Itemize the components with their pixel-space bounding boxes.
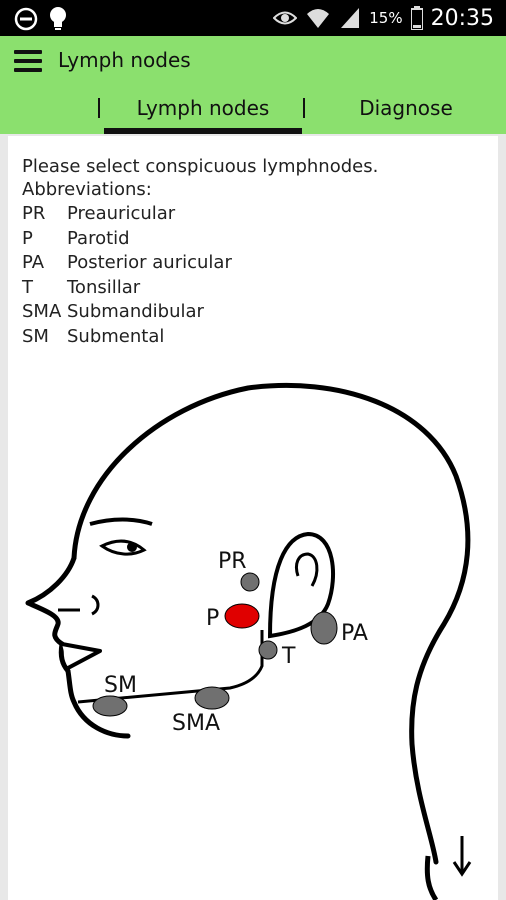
tab-divider (303, 98, 305, 118)
lymph-node-t[interactable] (258, 640, 278, 660)
pupil (127, 542, 137, 552)
abbreviation-code: P (22, 227, 33, 249)
lymph-node-sma[interactable] (194, 686, 230, 710)
lymph-node-pr[interactable] (240, 572, 260, 592)
tab-diagnose[interactable]: Diagnose (359, 96, 453, 120)
node-label-p: P (206, 606, 219, 631)
battery-icon (410, 6, 423, 30)
ear-inner (294, 552, 319, 587)
abbreviation-name: Tonsillar (67, 276, 141, 298)
abbreviation-code: SM (22, 325, 49, 347)
tab-lymph-nodes[interactable]: Lymph nodes (136, 96, 270, 120)
menu-icon[interactable] (14, 50, 42, 72)
abbreviation-code: T (22, 276, 33, 298)
nose-detail (58, 594, 100, 616)
action-bar: Lymph nodes Lymph nodes Diagnose (0, 36, 506, 134)
eye-icon (273, 11, 298, 25)
battery-percent: 15% (369, 9, 403, 27)
mouth (61, 642, 102, 670)
head-outline (25, 383, 471, 865)
app-title: Lymph nodes (58, 48, 191, 72)
abbreviation-name: Submental (67, 325, 165, 347)
abbreviation-name: Preauricular (67, 203, 176, 224)
node-label-sm: SM (104, 673, 137, 698)
node-label-pa: PA (341, 621, 368, 646)
node-label-pr: PR (218, 549, 247, 574)
lightbulb-icon (50, 7, 66, 30)
wifi-icon (307, 9, 330, 28)
minus-circle-icon (14, 7, 38, 31)
eye (99, 539, 147, 556)
ear (267, 531, 336, 639)
clock: 20:35 (430, 5, 494, 31)
jaw-line (77, 630, 264, 704)
status-bar: 15% 20:35 (0, 0, 506, 36)
abbreviation-code: PR (22, 203, 46, 224)
neck-back (424, 855, 439, 900)
abbreviation-name: Posterior auricular (67, 252, 232, 274)
abbreviation-code: SMA (22, 301, 62, 323)
node-label-sma: SMA (172, 711, 220, 736)
signal-icon (341, 8, 360, 28)
lymph-node-pa[interactable] (310, 611, 338, 645)
lymph-node-p[interactable] (224, 603, 260, 629)
arrow-down-icon[interactable] (452, 836, 472, 877)
abbreviation-name: Parotid (67, 227, 130, 249)
lymph-node-sm[interactable] (92, 695, 128, 717)
tab-divider (98, 98, 100, 118)
head-diagram: PR P PA T SMA SM (25, 383, 472, 900)
instruction-text: Please select conspicuous lymphnodes. (22, 156, 379, 177)
abbreviation-name: Submandibular (67, 301, 204, 323)
abbreviation-code: PA (22, 252, 45, 274)
tab-indicator (104, 128, 302, 134)
eyebrow (89, 517, 153, 526)
content-panel: Please select conspicuous lymphnodes. Ab… (8, 136, 498, 900)
abbreviations-title: Abbreviations: (22, 179, 152, 200)
node-label-t: T (281, 644, 296, 669)
